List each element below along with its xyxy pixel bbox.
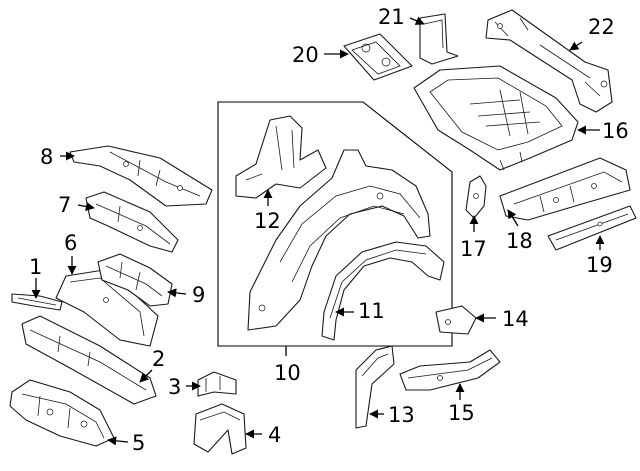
callout-22: 22 xyxy=(588,15,615,39)
part-7-cross-rail[interactable] xyxy=(85,191,179,253)
callout-19: 19 xyxy=(586,253,613,277)
callout-8: 8 xyxy=(40,145,53,169)
part-10-wheelhouse-inner[interactable] xyxy=(247,149,431,331)
callout-3: 3 xyxy=(168,375,181,399)
callout-14: 14 xyxy=(502,307,529,331)
part-14-plate[interactable] xyxy=(435,305,477,335)
callout-18: 18 xyxy=(506,229,533,253)
leader-lines xyxy=(31,16,605,446)
part-group-10-frame xyxy=(217,101,453,347)
callout-11: 11 xyxy=(358,299,385,323)
part-5-lower-panel[interactable] xyxy=(9,379,115,447)
part-9-reinforcement[interactable] xyxy=(97,253,173,307)
callout-16: 16 xyxy=(602,119,629,143)
callout-6: 6 xyxy=(64,231,77,255)
part-1-gasket[interactable] xyxy=(11,293,63,311)
part-19-rail-strip[interactable] xyxy=(547,205,637,251)
callout-7: 7 xyxy=(58,193,71,217)
callout-21: 21 xyxy=(378,5,405,29)
part-2-sill-panel[interactable] xyxy=(21,315,157,405)
part-8-rail[interactable] xyxy=(69,145,213,207)
part-15-rail-extension[interactable] xyxy=(399,349,501,391)
callout-9: 9 xyxy=(192,283,205,307)
part-22-cross-member[interactable] xyxy=(485,9,613,113)
part-16-floor-pan[interactable] xyxy=(413,65,579,171)
callout-20: 20 xyxy=(292,43,319,67)
callout-4: 4 xyxy=(268,423,281,447)
callout-1: 1 xyxy=(29,255,42,279)
part-18-rear-rail[interactable] xyxy=(499,157,631,221)
callout-2: 2 xyxy=(152,347,165,371)
part-21-bracket[interactable] xyxy=(419,13,459,65)
part-17-bracket[interactable] xyxy=(465,175,487,219)
part-20-mount-plate[interactable] xyxy=(343,33,413,81)
callout-10: 10 xyxy=(274,361,301,385)
part-12-pillar[interactable] xyxy=(235,115,327,199)
part-13-pillar-brace[interactable] xyxy=(355,345,395,429)
callout-13: 13 xyxy=(388,403,415,427)
callout-labels: 21 22 20 16 8 7 6 9 1 2 3 4 5 12 11 10 1… xyxy=(29,5,629,455)
callout-12: 12 xyxy=(254,209,281,233)
callout-15: 15 xyxy=(448,401,475,425)
callout-17: 17 xyxy=(460,237,487,261)
part-11-wheel-arch[interactable] xyxy=(321,241,445,341)
part-3-clip[interactable] xyxy=(197,371,237,397)
callout-5: 5 xyxy=(132,431,145,455)
part-4-duct[interactable] xyxy=(193,403,247,455)
